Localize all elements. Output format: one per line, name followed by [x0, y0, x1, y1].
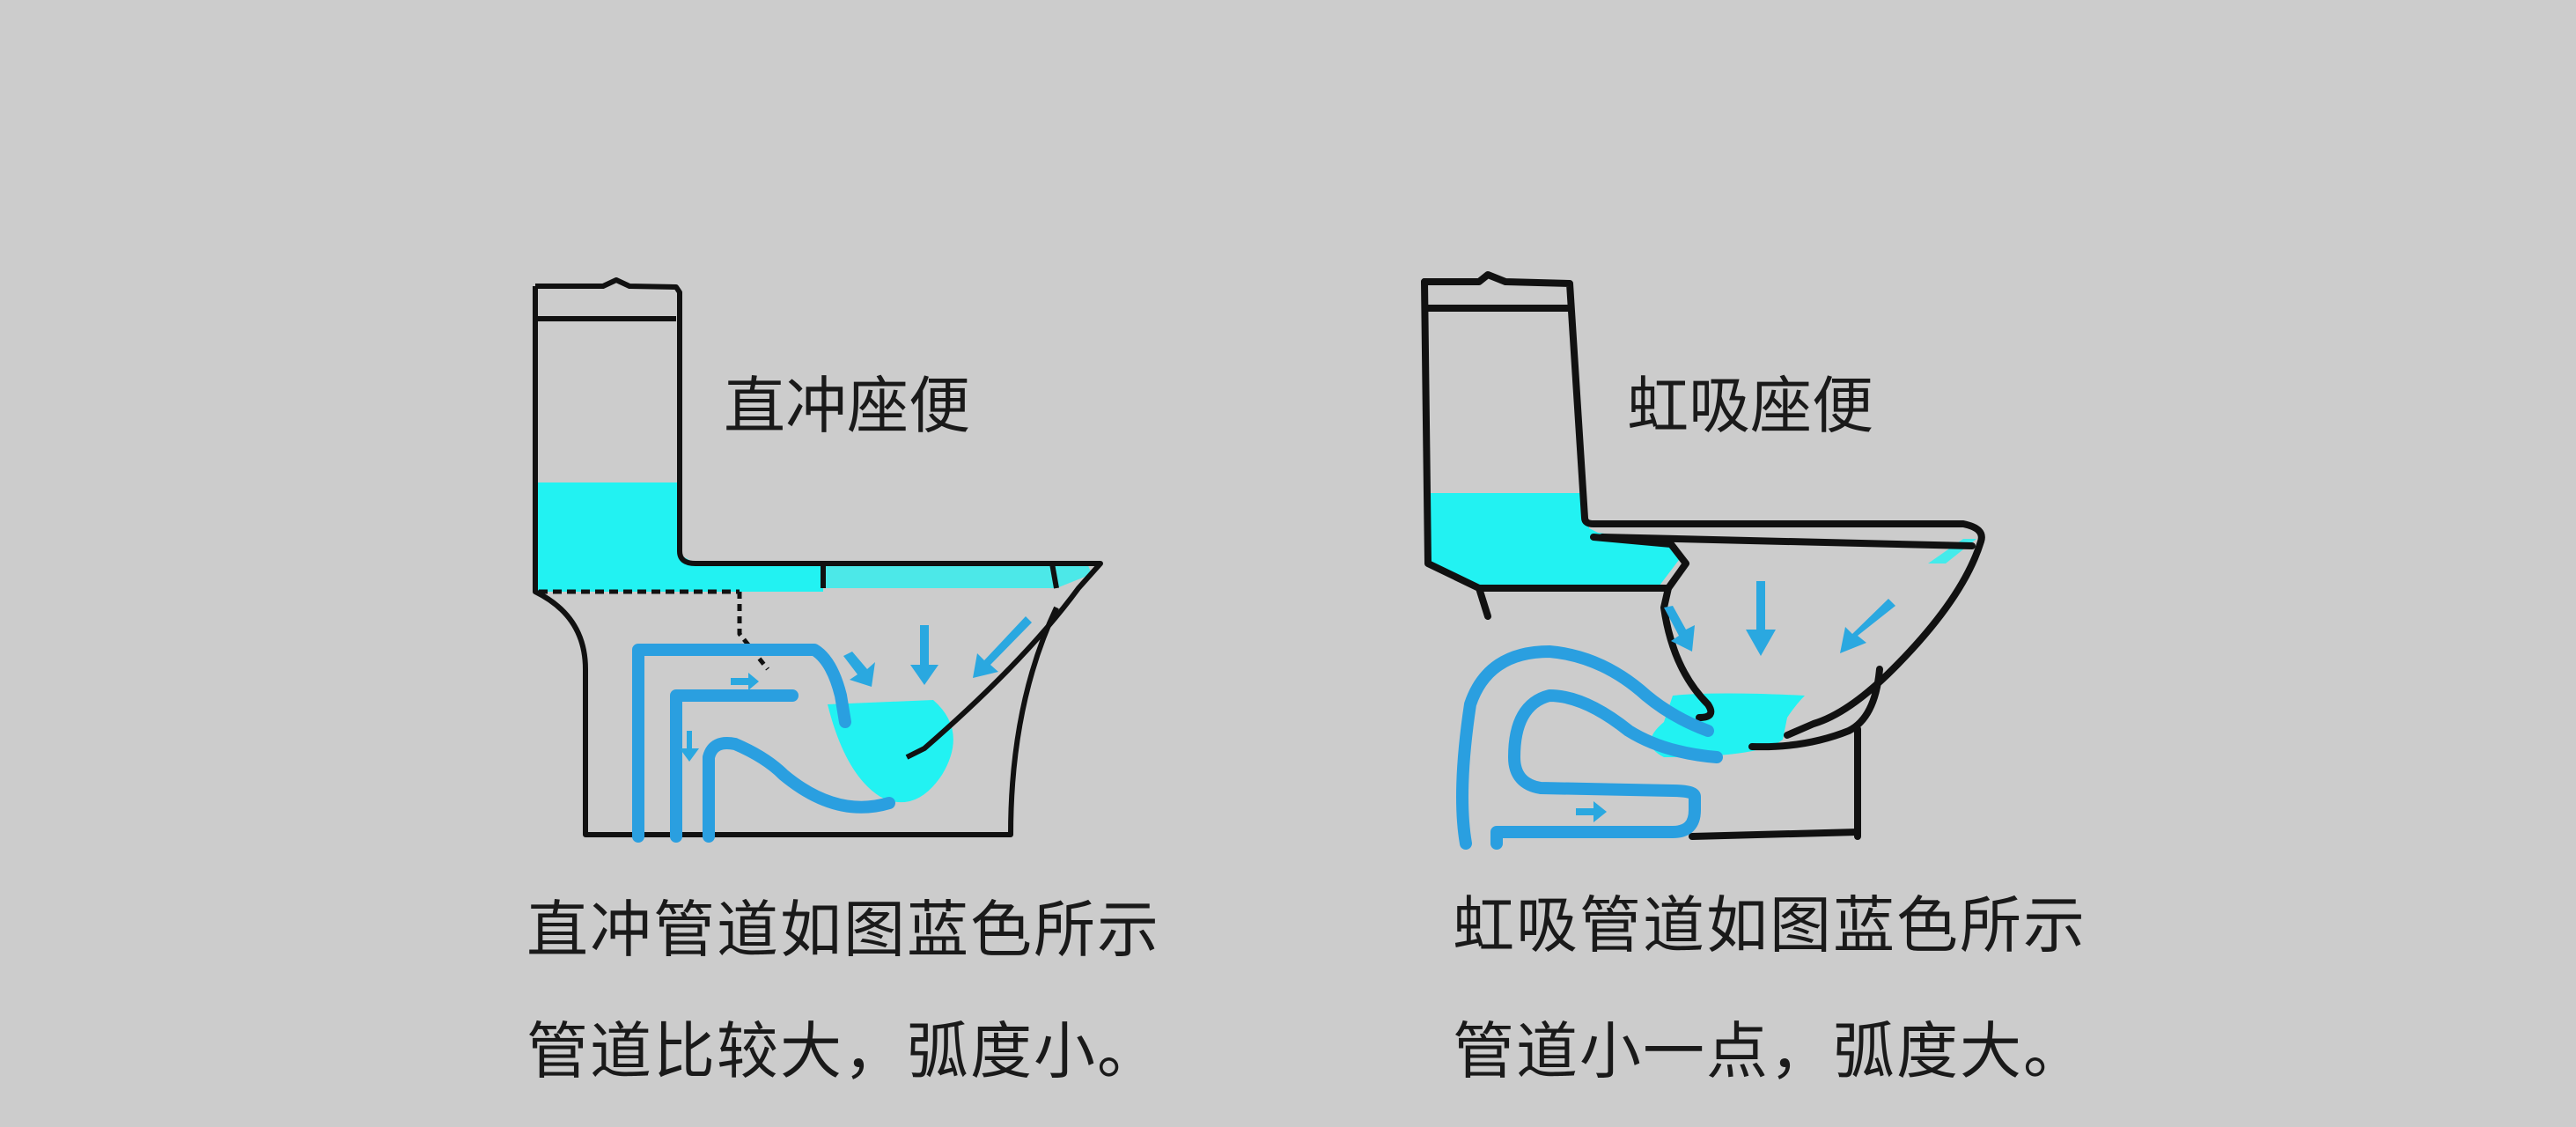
straight-flush-caption-line1: 直冲管道如图蓝色所示 [526, 894, 1160, 966]
siphon-caption-line2: 管道小一点，弧度大。 [1453, 1015, 2087, 1087]
left-flush-arrows [680, 616, 1032, 762]
siphon-caption-line1: 虹吸管道如图蓝色所示 [1453, 889, 2087, 961]
siphon-title: 虹吸座便 [1627, 370, 1873, 442]
right-tank-water [1428, 493, 1682, 586]
left-toilet-outline [533, 277, 1103, 837]
right-toilet-outline [1421, 271, 1985, 840]
left-bowl-water [828, 700, 953, 803]
right-trapway-pipe [1456, 645, 1723, 850]
right-flush-arrows [1576, 581, 1895, 822]
right-bowl-water [1651, 693, 1805, 757]
straight-flush-caption-line2: 管道比较大，弧度小。 [526, 1015, 1160, 1087]
left-trapway-pipe [632, 644, 895, 843]
straight-flush-title: 直冲座便 [724, 370, 970, 442]
